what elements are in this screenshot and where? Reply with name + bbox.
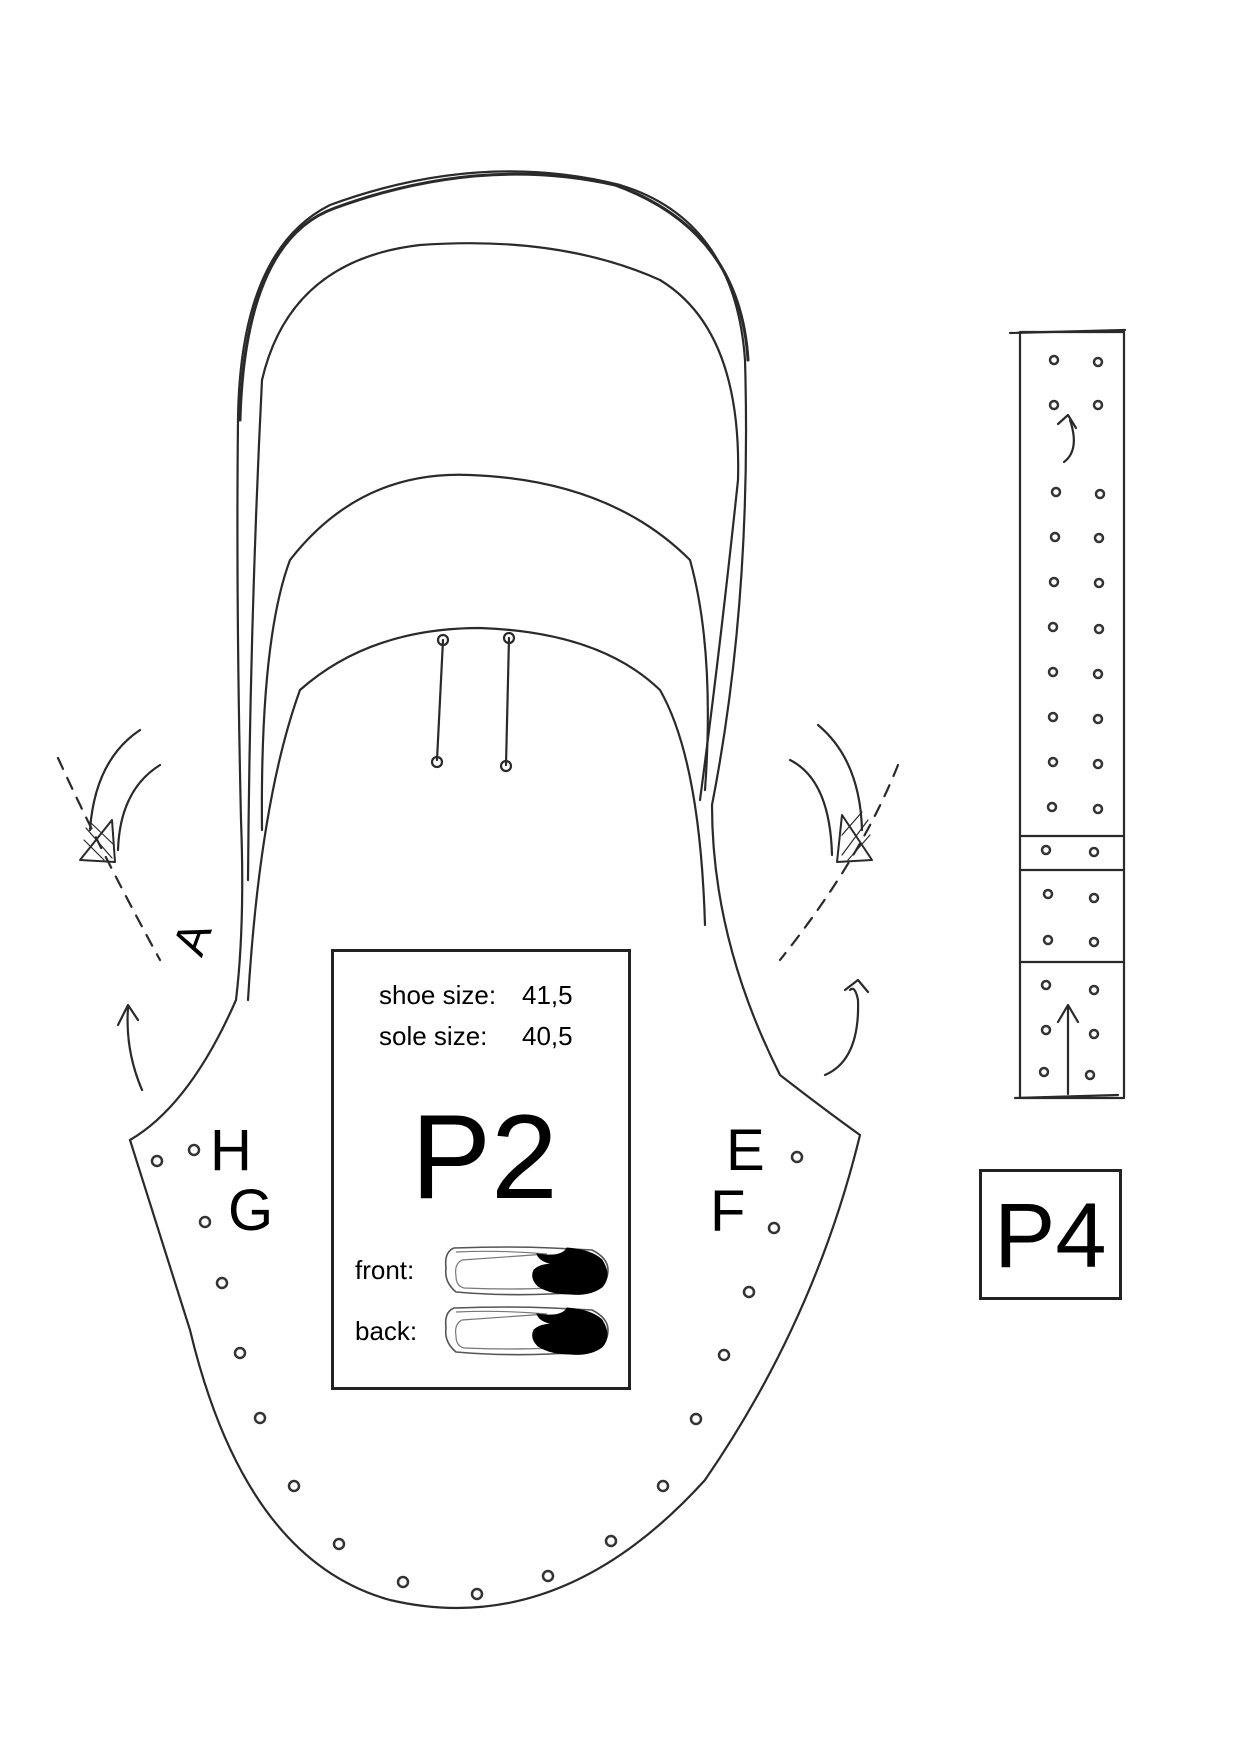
back-label: back: [355, 1316, 418, 1346]
marker-g: G [228, 1178, 274, 1243]
left-arrow [116, 1003, 144, 1092]
sole-diagram-front [444, 1246, 609, 1296]
shoe-size-value: 41,5 [522, 980, 573, 1010]
piece-label-p2: P2 [411, 1090, 558, 1224]
p4-grain-arrow [1056, 1003, 1080, 1096]
piece-label-p4: P4 [994, 1185, 1107, 1287]
lace-slit-right [504, 636, 511, 767]
strap-holes [1038, 354, 1106, 1081]
right-arrow [823, 978, 870, 1077]
punch-holes [150, 1143, 804, 1601]
p4-strap-outline [1018, 330, 1126, 1100]
upper-arch-inner [246, 242, 740, 882]
right-fold-line [778, 763, 900, 962]
info-box: shoe size: 41,5 sole size: 40,5 P2 front… [331, 949, 631, 1390]
sole-fill-front [532, 1247, 608, 1295]
left-tab-outer [88, 728, 142, 832]
right-tab-outer [816, 723, 864, 832]
shoe-size-label: shoe size: [379, 980, 497, 1010]
sole-diagram-back [444, 1306, 609, 1356]
upper-arch-outer [238, 172, 750, 422]
throat-line [246, 626, 707, 1002]
vamp-line [260, 473, 709, 832]
sole-fill-back [532, 1307, 608, 1355]
p4-turn-arrow [1056, 413, 1078, 464]
sole-size-value: 40,5 [522, 1021, 573, 1051]
right-tab-inner [788, 758, 834, 857]
p2-outline [128, 170, 862, 1610]
marker-h: H [210, 1118, 252, 1183]
left-tab-inner [116, 763, 162, 852]
lace-slit-left [435, 638, 445, 762]
right-tab-bottom [836, 814, 873, 863]
p4-label-box: P4 [979, 1169, 1122, 1300]
sole-size-label: sole size: [379, 1021, 488, 1051]
left-fold-line [56, 756, 162, 962]
marker-f: F [710, 1179, 746, 1244]
front-label: front: [355, 1255, 415, 1285]
marker-e: E [726, 1118, 765, 1183]
